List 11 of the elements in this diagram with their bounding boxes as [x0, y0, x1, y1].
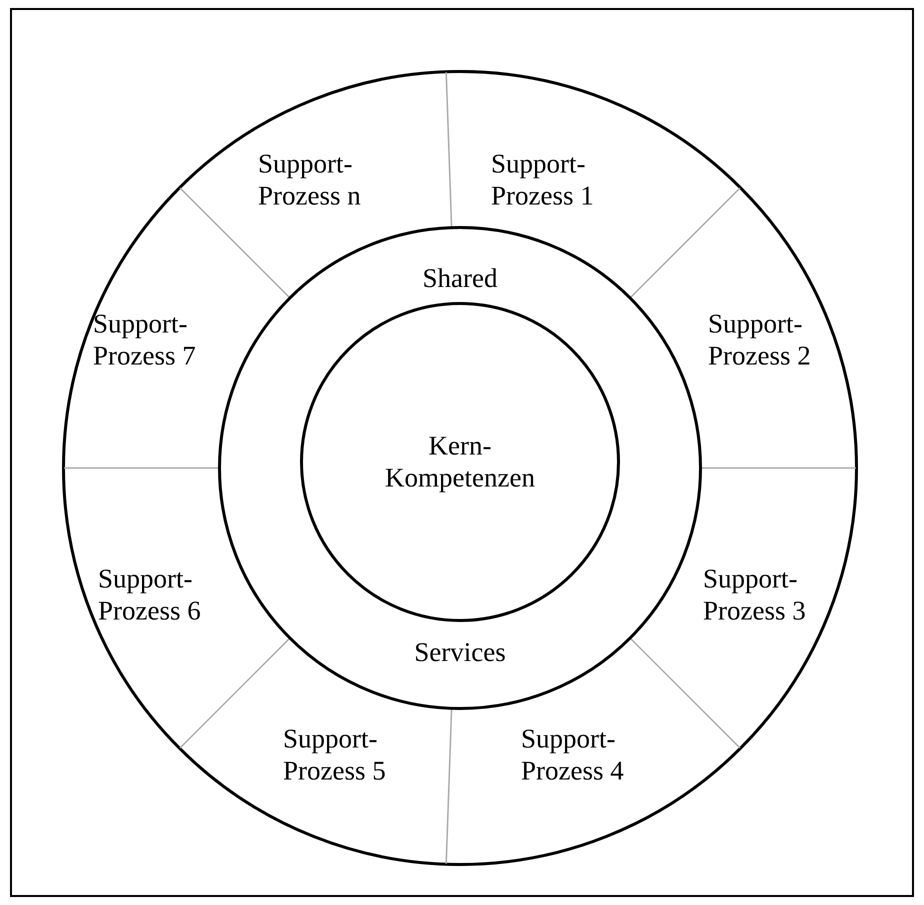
segment-label: Support-Prozess 6	[98, 562, 226, 628]
ring-label: Services	[414, 636, 506, 668]
segment-label: Support-Prozess 3	[703, 562, 831, 628]
segment-label: Support-Prozess 4	[521, 722, 649, 788]
ring-label: Shared	[422, 262, 498, 294]
segment-label: Support-Prozess 2	[708, 308, 836, 372]
segment-label: Support-Prozess 7	[93, 308, 221, 372]
segment-label: Support-Prozess n	[258, 148, 386, 212]
segment-label: Support-Prozess 1	[491, 148, 619, 212]
segment-label: Support-Prozess 5	[283, 722, 411, 788]
core-label: Kern-Kompetenzen	[384, 430, 536, 494]
